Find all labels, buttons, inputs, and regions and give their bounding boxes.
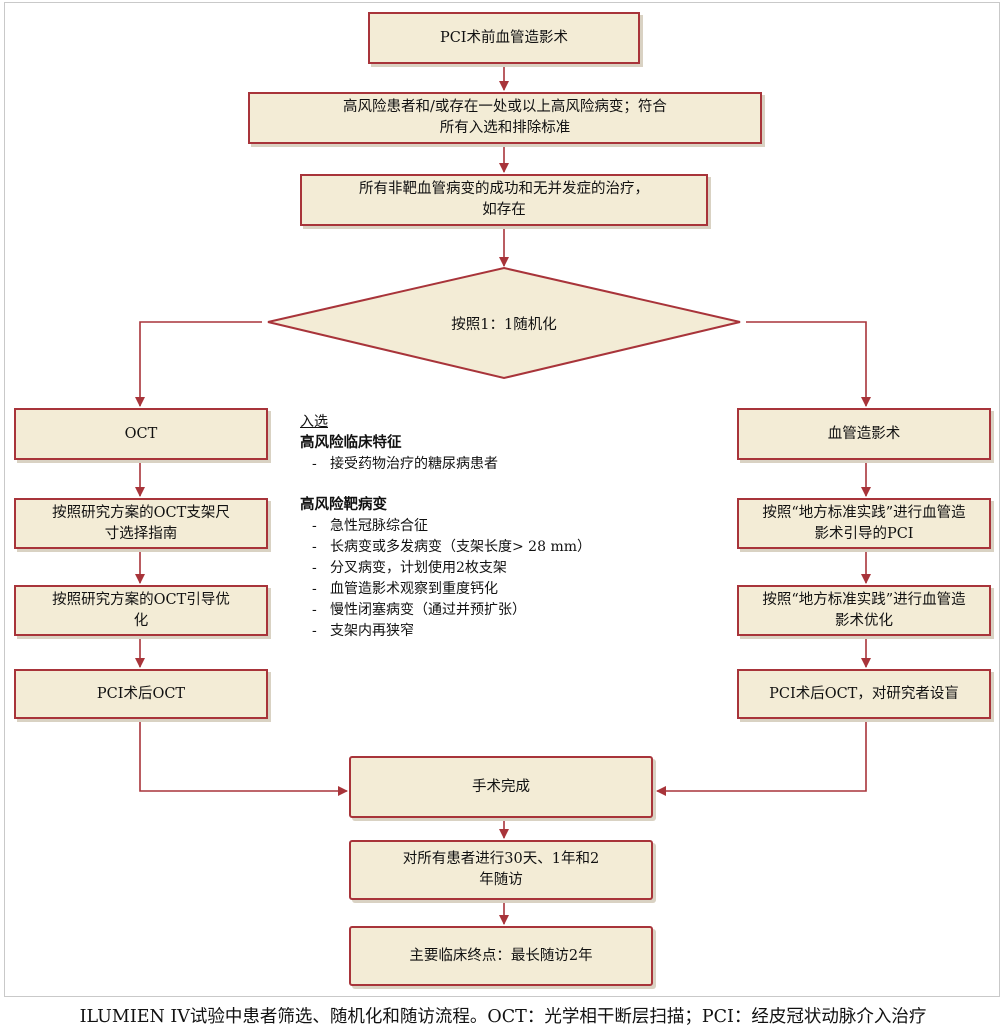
lesion-item: 慢性闭塞病变（通过并预扩张） (312, 600, 640, 621)
left-step-post-pci-oct: PCI术后OCT (14, 669, 268, 719)
right-step-angio-optimization: 按照“地方标准实践”进行血管造影术优化 (737, 585, 991, 636)
right-step-angiography: 血管造影术 (737, 408, 991, 460)
arrow-right-to-done (656, 719, 867, 796)
clinical-item: 接受药物治疗的糖尿病患者 (312, 454, 640, 475)
randomize-diamond (267, 266, 741, 380)
step-high-risk-screening: 高风险患者和/或存在一处或以上高风险病变；符合所有入选和排除标准 (248, 92, 762, 144)
lesion-item: 支架内再狭窄 (312, 621, 640, 642)
diagram-frame (4, 2, 1000, 997)
lesion-item: 长病变或多发病变（支架长度> 28 mm） (312, 537, 640, 558)
lesion-list: 急性冠脉综合征 长病变或多发病变（支架长度> 28 mm） 分叉病变，计划使用2… (300, 516, 640, 642)
right-step-post-pci-oct-blinded: PCI术后OCT，对研究者设盲 (737, 669, 991, 719)
inclusion-title: 入选 (300, 414, 328, 430)
step-procedure-complete: 手术完成 (349, 756, 653, 818)
lesion-item: 分叉病变，计划使用2枚支架 (312, 558, 640, 579)
arrow-randomize-to-angio (746, 321, 871, 407)
left-step-stent-sizing: 按照研究方案的OCT支架尺寸选择指南 (14, 498, 268, 549)
left-step-oct-optimization: 按照研究方案的OCT引导优化 (14, 585, 268, 636)
connector-lines (135, 64, 871, 925)
lesion-item: 血管造影术观察到重度钙化 (312, 579, 640, 600)
arrow-randomize-to-oct (135, 321, 262, 407)
step-primary-endpoint: 主要临床终点：最长随访2年 (349, 926, 653, 986)
arrow-left-to-done (139, 719, 348, 796)
randomize-label: 按照1：1随机化 (451, 316, 557, 333)
step-followup: 对所有患者进行30天、1年和2年随访 (349, 840, 653, 900)
lesion-item: 急性冠脉综合征 (312, 516, 640, 537)
right-step-angio-guided-pci: 按照“地方标准实践”进行血管造影术引导的PCI (737, 498, 991, 549)
clinical-list: 接受药物治疗的糖尿病患者 (300, 454, 640, 475)
lesion-heading: 高风险靶病变 (300, 497, 387, 513)
step-non-target-treatment: 所有非靶血管病变的成功和无并发症的治疗，如存在 (300, 174, 708, 226)
figure-caption: ILUMIEN IV试验中患者筛选、随机化和随访流程。OCT：光学相干断层扫描；… (79, 1007, 927, 1027)
clinical-heading: 高风险临床特征 (300, 435, 402, 451)
step-pre-pci-angiography: PCI术前血管造影术 (368, 12, 640, 64)
left-step-oct: OCT (14, 408, 268, 460)
inclusion-criteria: 入选 高风险临床特征 接受药物治疗的糖尿病患者 高风险靶病变 急性冠脉综合征 长… (300, 412, 640, 642)
